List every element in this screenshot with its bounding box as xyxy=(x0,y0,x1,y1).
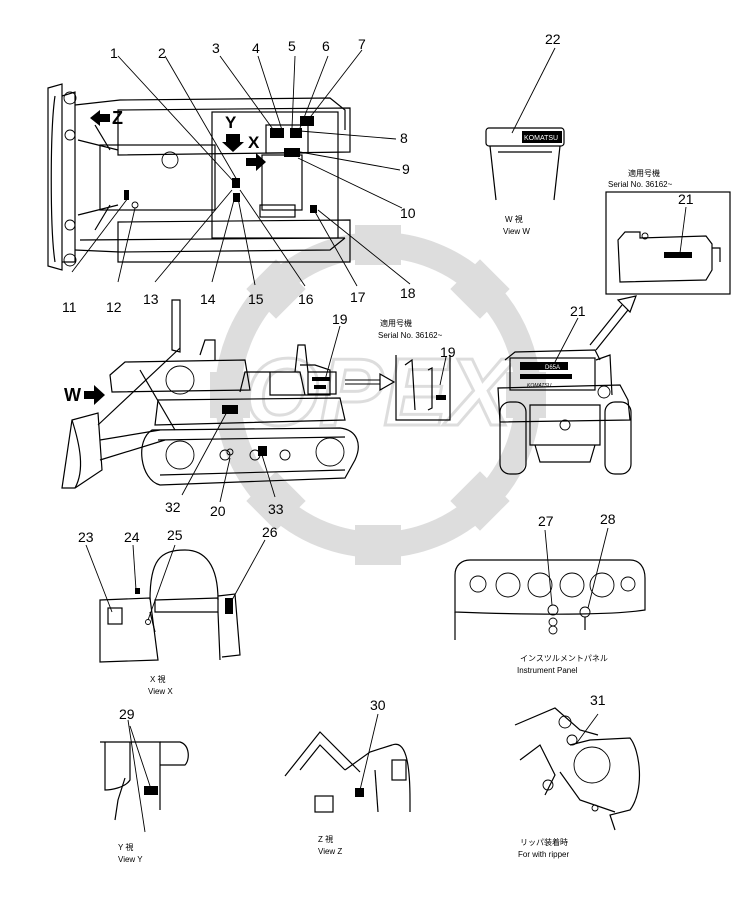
view-w-arrow: W xyxy=(64,385,105,405)
plate-komatsu-w: KOMATSU xyxy=(524,135,558,142)
svg-text:適用号機: 適用号機 xyxy=(380,318,412,328)
callout-2: 2 xyxy=(158,45,166,61)
callout-22: 22 xyxy=(545,31,561,47)
callout-15: 15 xyxy=(248,291,264,307)
serial-inset-top: 適用号機 Serial No. 36162~ xyxy=(605,168,731,295)
view-y-arrow: Y xyxy=(222,113,244,152)
callout-7: 7 xyxy=(358,36,366,52)
svg-text:W 視: W 視 xyxy=(505,215,523,224)
callout-24: 24 xyxy=(124,529,140,545)
svg-text:Serial No. 36162~: Serial No. 36162~ xyxy=(608,180,673,189)
svg-text:適用号機: 適用号機 xyxy=(628,168,660,178)
view-z-arrow: Z xyxy=(90,108,123,128)
svg-text:View Y: View Y xyxy=(118,855,143,864)
callout-18: 18 xyxy=(400,285,416,301)
callout-27: 27 xyxy=(538,513,554,529)
callout-33: 33 xyxy=(268,501,284,517)
callout-32: 32 xyxy=(165,499,181,515)
plate-model-front: D65A xyxy=(545,365,560,371)
callout-10: 10 xyxy=(400,205,416,221)
callout-26: 26 xyxy=(262,524,278,540)
callout-16: 16 xyxy=(298,291,314,307)
top-view-bulldozer xyxy=(47,83,351,271)
svg-text:X 視: X 視 xyxy=(150,675,166,684)
callout-19-side: 19 xyxy=(332,311,348,327)
svg-text:Y: Y xyxy=(225,113,237,132)
svg-text:Instrument Panel: Instrument Panel xyxy=(517,666,578,675)
callout-23: 23 xyxy=(78,529,94,545)
callout-19-inset: 19 xyxy=(440,344,456,360)
view-x-arrow: X xyxy=(246,133,266,171)
svg-text:View W: View W xyxy=(503,227,530,236)
inset-view-w: KOMATSU W 視 View W xyxy=(485,47,565,236)
leader-lines-top xyxy=(71,49,411,287)
callout-21-front: 21 xyxy=(570,303,586,319)
callout-28: 28 xyxy=(600,511,616,527)
callout-17: 17 xyxy=(350,289,366,305)
callout-29: 29 xyxy=(119,706,135,722)
callout-4: 4 xyxy=(252,40,260,56)
callout-12: 12 xyxy=(106,299,122,315)
front-view-bulldozer: KOMATSU D65A xyxy=(497,295,637,475)
svg-text:For with ripper: For with ripper xyxy=(518,850,569,859)
svg-text:Z: Z xyxy=(112,108,123,128)
svg-text:View X: View X xyxy=(148,687,173,696)
inset-view-z: Z 視 View Z xyxy=(284,713,411,856)
callout-21-inset: 21 xyxy=(678,191,694,207)
callout-8: 8 xyxy=(400,130,408,146)
detail-arrow xyxy=(345,372,396,392)
svg-text:View Z: View Z xyxy=(318,847,342,856)
callout-25: 25 xyxy=(167,527,183,543)
leader-lines-side xyxy=(181,325,447,503)
callout-labels: 1 2 3 4 5 6 7 8 9 10 11 12 13 14 15 16 1… xyxy=(62,31,694,722)
inset-view-x: X 視 View X xyxy=(85,539,266,696)
ripper-detail: リッパ装着時 For with ripper xyxy=(514,707,641,859)
watermark-text: OPEX xyxy=(245,339,517,446)
callout-1: 1 xyxy=(110,45,118,61)
instrument-panel: インスツルメントパネル Instrument Panel xyxy=(454,527,646,675)
callout-5: 5 xyxy=(288,38,296,54)
plate-komatsu-front: KOMATSU xyxy=(527,383,552,389)
svg-text:W: W xyxy=(64,385,81,405)
svg-text:インスツルメントパネル: インスツルメントパネル xyxy=(520,654,608,663)
side-view-bulldozer xyxy=(61,299,359,489)
serial-inset-mid: 適用号機 Serial No. 36162~ xyxy=(378,318,451,421)
callout-31: 31 xyxy=(590,692,606,708)
callout-13: 13 xyxy=(143,291,159,307)
svg-text:リッパ装着時: リッパ装着時 xyxy=(520,837,568,847)
callout-9: 9 xyxy=(402,161,410,177)
callout-3: 3 xyxy=(212,40,220,56)
leader-21-front xyxy=(554,317,579,363)
svg-text:Y 視: Y 視 xyxy=(118,843,133,852)
callout-20: 20 xyxy=(210,503,226,519)
callout-30: 30 xyxy=(370,697,386,713)
callout-14: 14 xyxy=(200,291,216,307)
inset-view-y: Y 視 View Y xyxy=(100,719,189,864)
svg-text:Z 視: Z 視 xyxy=(318,835,333,844)
callout-6: 6 xyxy=(322,38,330,54)
callout-11: 11 xyxy=(62,299,77,315)
watermark-gear: OPEX xyxy=(210,225,546,565)
svg-text:X: X xyxy=(248,133,260,152)
svg-text:Serial No. 36162~: Serial No. 36162~ xyxy=(378,331,443,340)
